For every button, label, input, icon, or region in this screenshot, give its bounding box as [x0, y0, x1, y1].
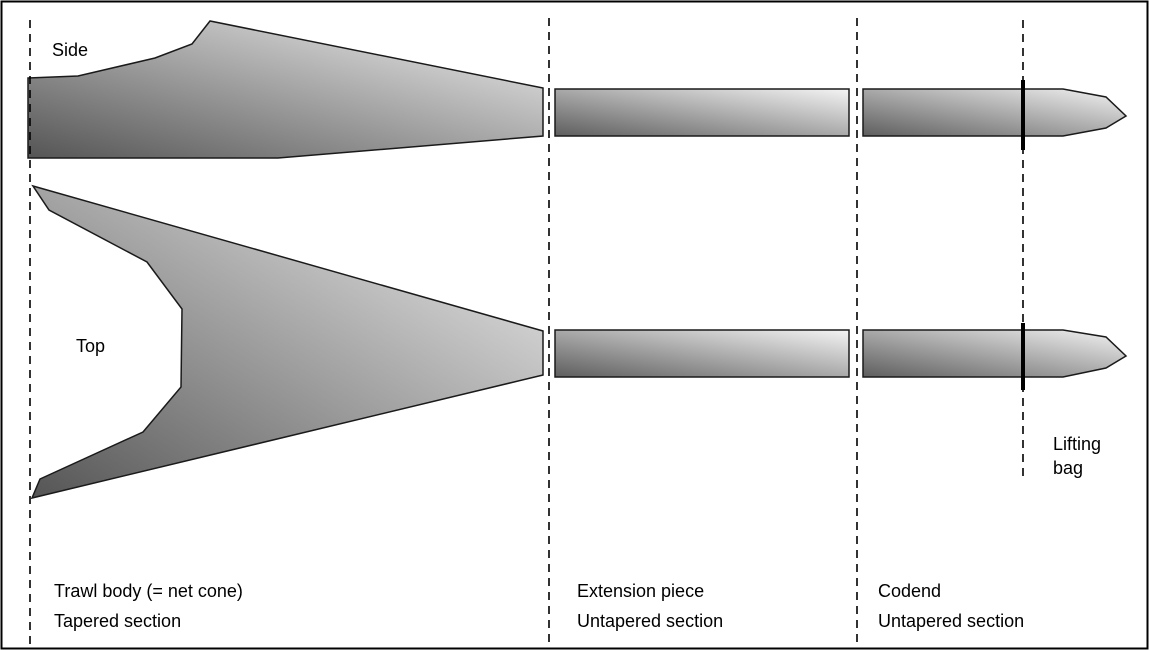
- side-codend: [862, 88, 1128, 137]
- section-codend-type: Untapered section: [878, 611, 1024, 631]
- section-extension-name: Extension piece: [577, 581, 704, 601]
- top-view-label: Top: [76, 336, 105, 356]
- lifting-bag-label-line2: bag: [1053, 458, 1083, 478]
- side-trawl-body: [27, 20, 544, 159]
- side-extension-piece: [554, 88, 850, 137]
- section-trawl-body-name: Trawl body (= net cone): [54, 581, 243, 601]
- top-extension-piece: [554, 329, 850, 378]
- section-extension-type: Untapered section: [577, 611, 723, 631]
- lifting-bag-label-line1: Lifting: [1053, 434, 1101, 454]
- top-trawl-body: [30, 184, 544, 500]
- section-trawl-body-type: Tapered section: [54, 611, 181, 631]
- top-codend: [862, 329, 1128, 378]
- section-codend-name: Codend: [878, 581, 941, 601]
- side-view-label: Side: [52, 40, 88, 60]
